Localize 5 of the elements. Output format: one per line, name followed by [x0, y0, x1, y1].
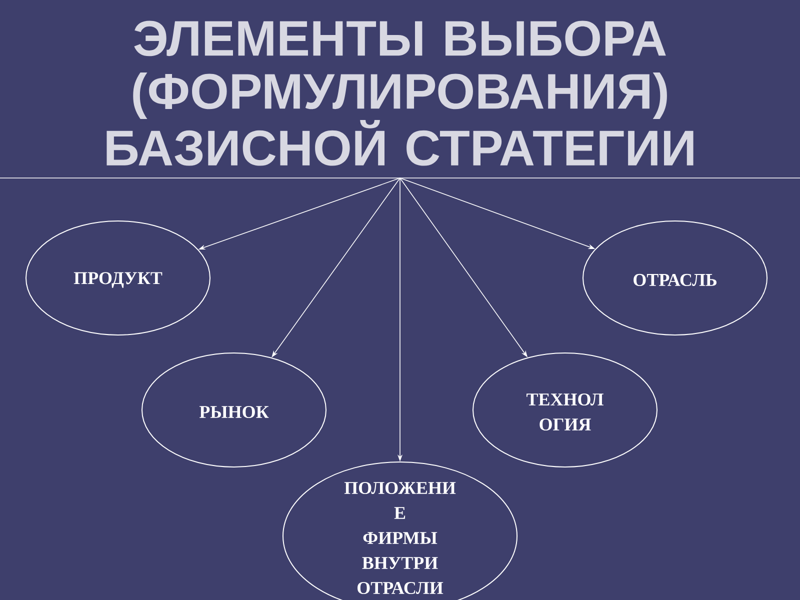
ellipse-node: ТЕХНОЛ ОГИЯ — [472, 352, 658, 468]
ellipse-node: ОТРАСЛЬ — [582, 220, 768, 336]
ellipse-node: РЫНОК — [142, 352, 326, 468]
ellipse-node: ПРОДУКТ — [26, 220, 210, 336]
title: ЭЛЕМЕНТЫ ВЫБОРА (ФОРМУЛИРОВАНИЯ) БАЗИСНОЙ СТРАТЕГИИ — [106, 20, 694, 166]
